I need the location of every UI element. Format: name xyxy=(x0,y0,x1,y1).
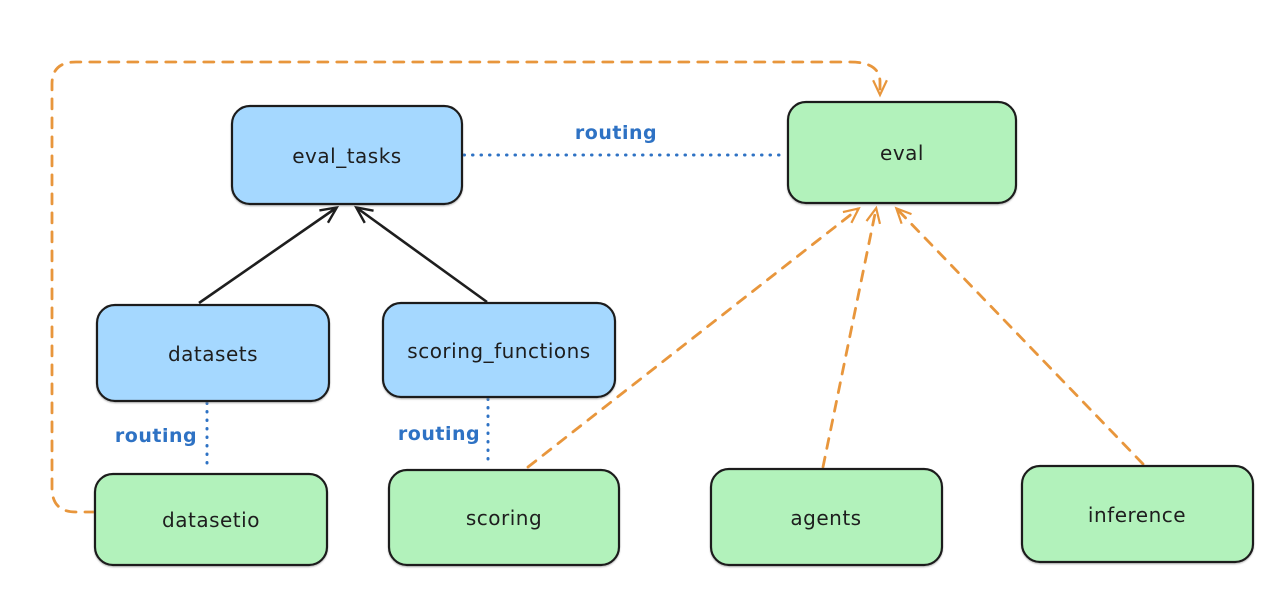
node-eval: eval xyxy=(786,100,1018,205)
node-label-scoring: scoring xyxy=(466,506,542,530)
node-label-agents: agents xyxy=(790,506,861,530)
node-scoring-functions: scoring_functions xyxy=(381,301,617,399)
edge-agents-to-eval xyxy=(821,205,882,469)
edge-label-routing-datasetio: routing xyxy=(115,425,197,447)
edge-label-routing-top: routing xyxy=(575,122,657,144)
edge-label-routing-scoring: routing xyxy=(398,423,480,445)
node-agents: agents xyxy=(709,467,944,567)
node-label-datasetio: datasetio xyxy=(162,508,260,532)
node-label-eval: eval xyxy=(880,141,924,165)
edge-scoring-to-eval xyxy=(526,206,861,469)
node-scoring: scoring xyxy=(387,468,621,567)
node-label-scoring-functions: scoring_functions xyxy=(407,339,590,363)
node-eval-tasks: eval_tasks xyxy=(230,104,464,206)
edge-inference-to-eval xyxy=(894,206,1145,466)
node-label-eval-tasks: eval_tasks xyxy=(292,144,401,168)
node-label-datasets: datasets xyxy=(168,342,258,366)
node-datasetio: datasetio xyxy=(93,472,329,567)
node-label-inference: inference xyxy=(1088,503,1186,527)
edge-datasetio-to-eval xyxy=(50,60,888,514)
node-datasets: datasets xyxy=(95,303,331,403)
edge-datasets-to-eval-tasks xyxy=(198,205,340,305)
node-inference: inference xyxy=(1020,464,1255,564)
edge-scoring-functions-to-eval-tasks xyxy=(353,205,488,304)
